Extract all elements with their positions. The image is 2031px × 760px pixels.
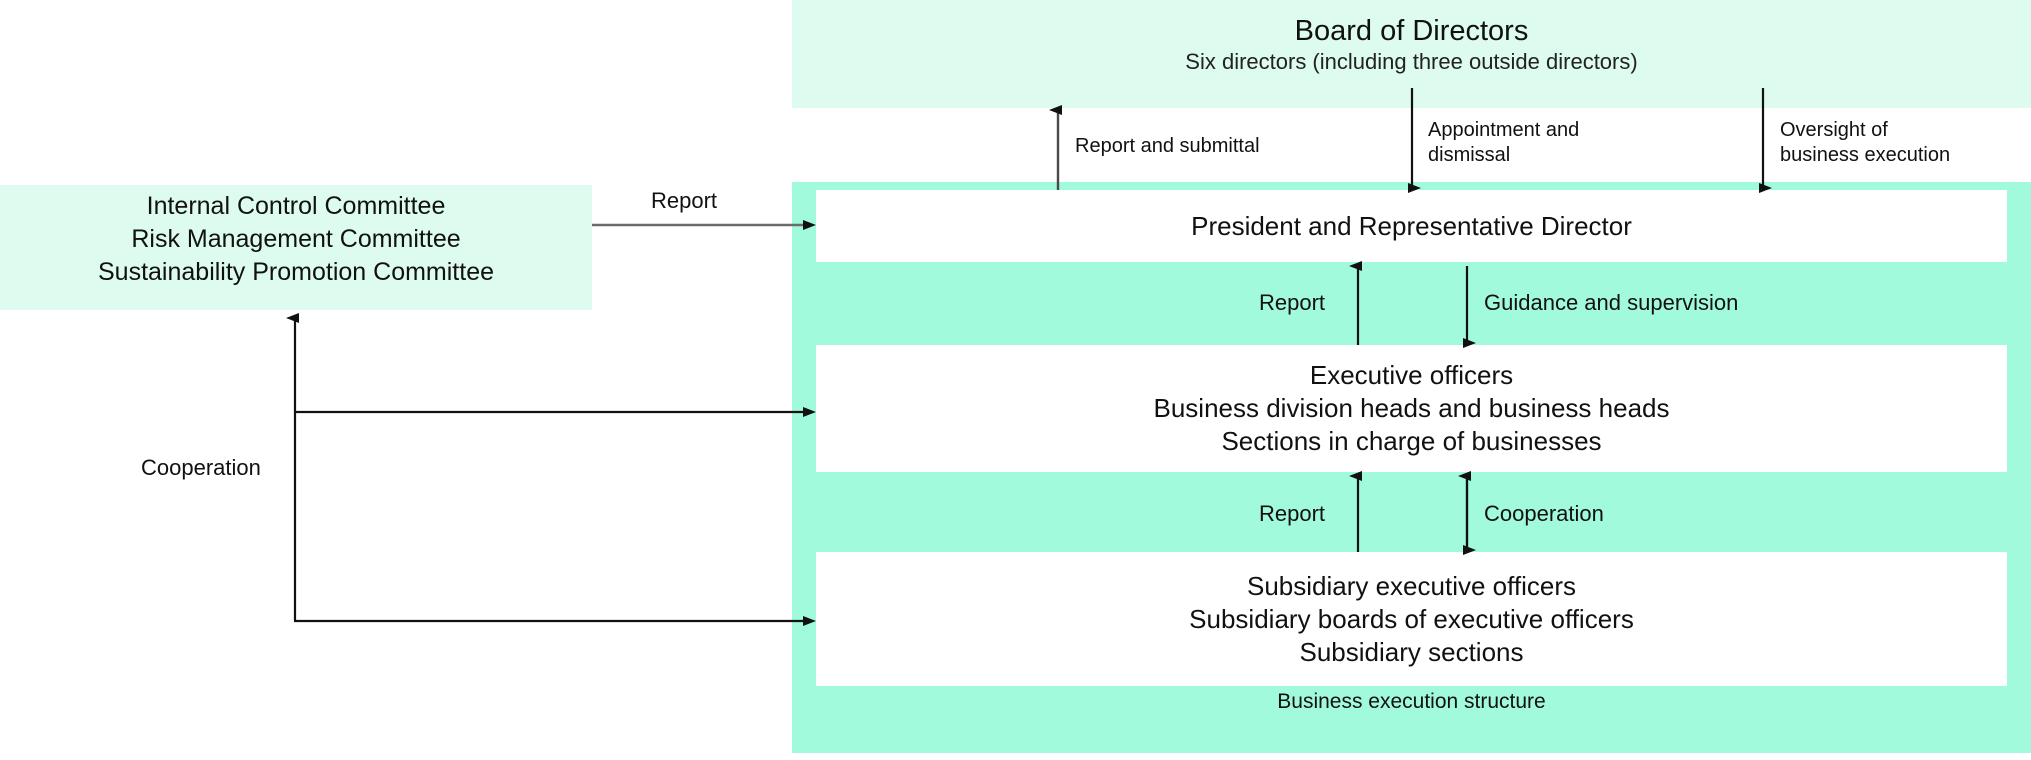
edge-label-executive-cooperation: Cooperation: [1484, 501, 1604, 526]
edge-label-executive-report: Report: [1259, 501, 1326, 526]
edge-label-oversight-line1: Oversight of: [1780, 119, 1888, 141]
president-card: President and Representative Director: [816, 190, 2007, 262]
subsidiary-card: Subsidiary executive officers Subsidiary…: [816, 552, 2007, 686]
edge-label-committee-cooperation: Cooperation: [141, 455, 261, 480]
committee-line-internal-control: Internal Control Committee: [146, 192, 446, 220]
committee-line-sustainability-promotion: Sustainability Promotion Committee: [98, 258, 494, 286]
subsidiary-line-2: Subsidiary boards of executive officers: [1189, 603, 1634, 634]
executive-officers-card: Executive officers Business division hea…: [816, 345, 2007, 472]
edge-committee-cooperation: [286, 313, 816, 626]
executive-line-3: Sections in charge of businesses: [1221, 426, 1602, 456]
subsidiary-line-3: Subsidiary sections: [1299, 636, 1524, 667]
business-execution-structure-caption: Business execution structure: [1277, 690, 1546, 713]
edge-label-appointment-and-dismissal-line2: dismissal: [1428, 144, 1511, 166]
edge-label-oversight-line2: business execution: [1780, 144, 1951, 166]
board-title: Board of Directors: [1294, 15, 1529, 47]
edge-label-appointment-and-dismissal-line1: Appointment and: [1428, 119, 1580, 141]
executive-line-1: Executive officers: [1309, 360, 1514, 390]
board-subtitle: Six directors (including three outside d…: [1185, 49, 1638, 74]
edge-label-committee-report: Report: [651, 188, 718, 213]
committee-label-group: Internal Control Committee Risk Manageme…: [0, 190, 592, 289]
committee-box: [0, 185, 592, 310]
edge-label-guidance-and-supervision: Guidance and supervision: [1484, 290, 1739, 315]
board-of-directors-heading: Board of Directors Six directors (includ…: [792, 14, 2031, 76]
executive-line-2: Business division heads and business hea…: [1153, 393, 1670, 423]
edge-label-report-and-submittal: Report and submittal: [1075, 135, 1260, 157]
committee-line-risk-management: Risk Management Committee: [131, 225, 461, 253]
subsidiary-line-1: Subsidiary executive officers: [1246, 570, 1576, 601]
edge-label-president-report: Report: [1259, 290, 1326, 315]
president-line-1: President and Representative Director: [1191, 210, 1632, 241]
